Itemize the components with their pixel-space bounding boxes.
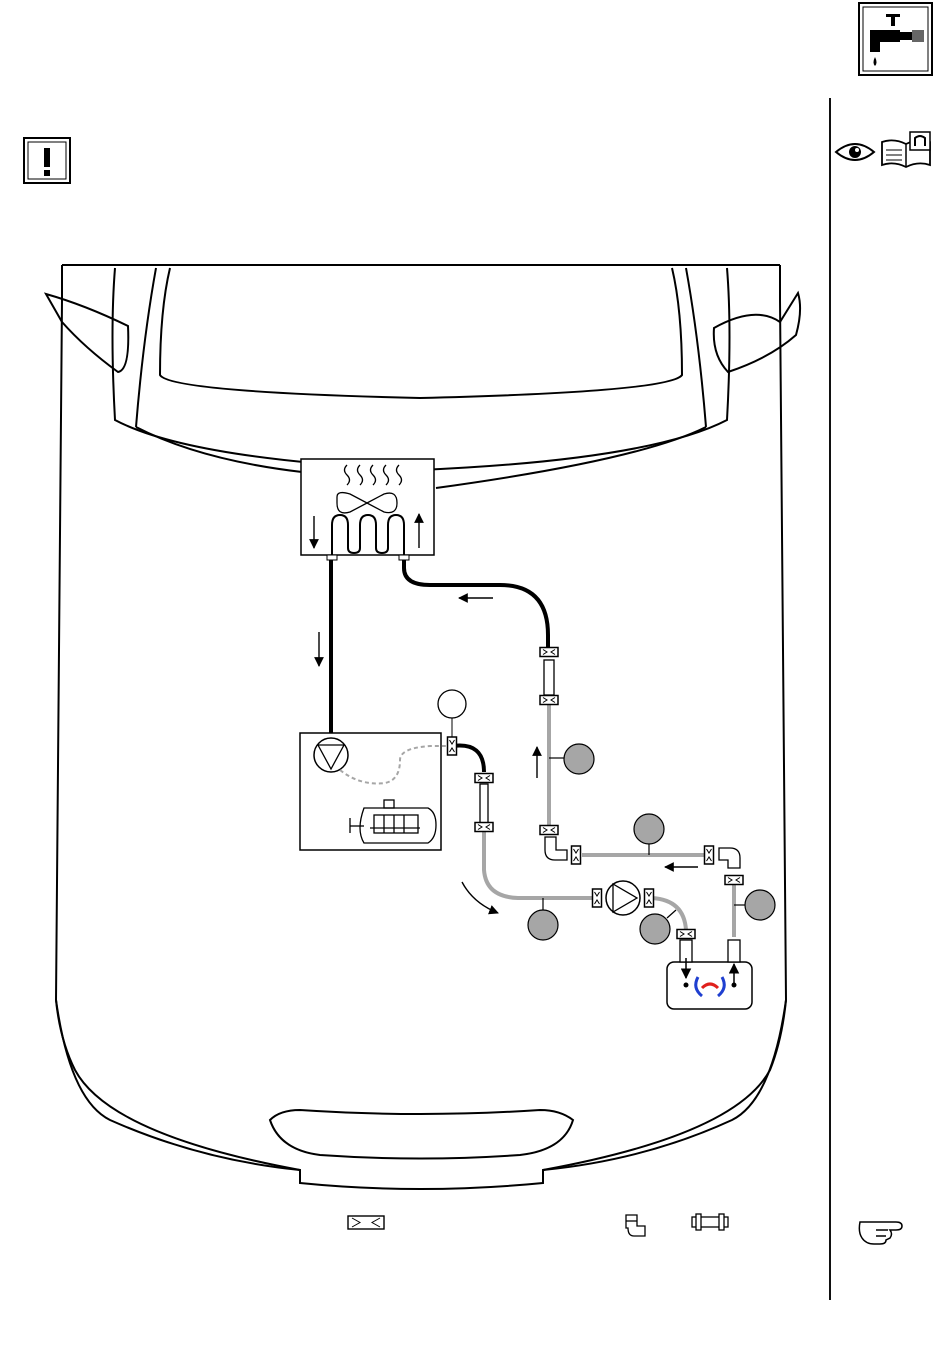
straight-connector-legend-icon (692, 1214, 728, 1230)
elbow-connector-legend-icon (626, 1215, 645, 1236)
pointing-hand-icon (859, 1222, 902, 1244)
auxiliary-heater-unit (667, 940, 752, 1009)
hose-connector-legend-icon (348, 1216, 384, 1229)
callout-blank (438, 690, 466, 718)
warning-exclamation-icon (24, 138, 70, 183)
engine-coolant-pump-unit (300, 690, 466, 850)
car-body-outline (46, 265, 800, 1189)
legend (348, 1214, 728, 1236)
eye-icon (836, 144, 874, 160)
water-tap-icon (859, 3, 932, 75)
manual-book-icon (882, 132, 930, 167)
auxiliary-pump (606, 881, 640, 915)
hose-connectors (448, 648, 744, 939)
heater-matrix (301, 459, 434, 560)
callouts (528, 744, 775, 944)
